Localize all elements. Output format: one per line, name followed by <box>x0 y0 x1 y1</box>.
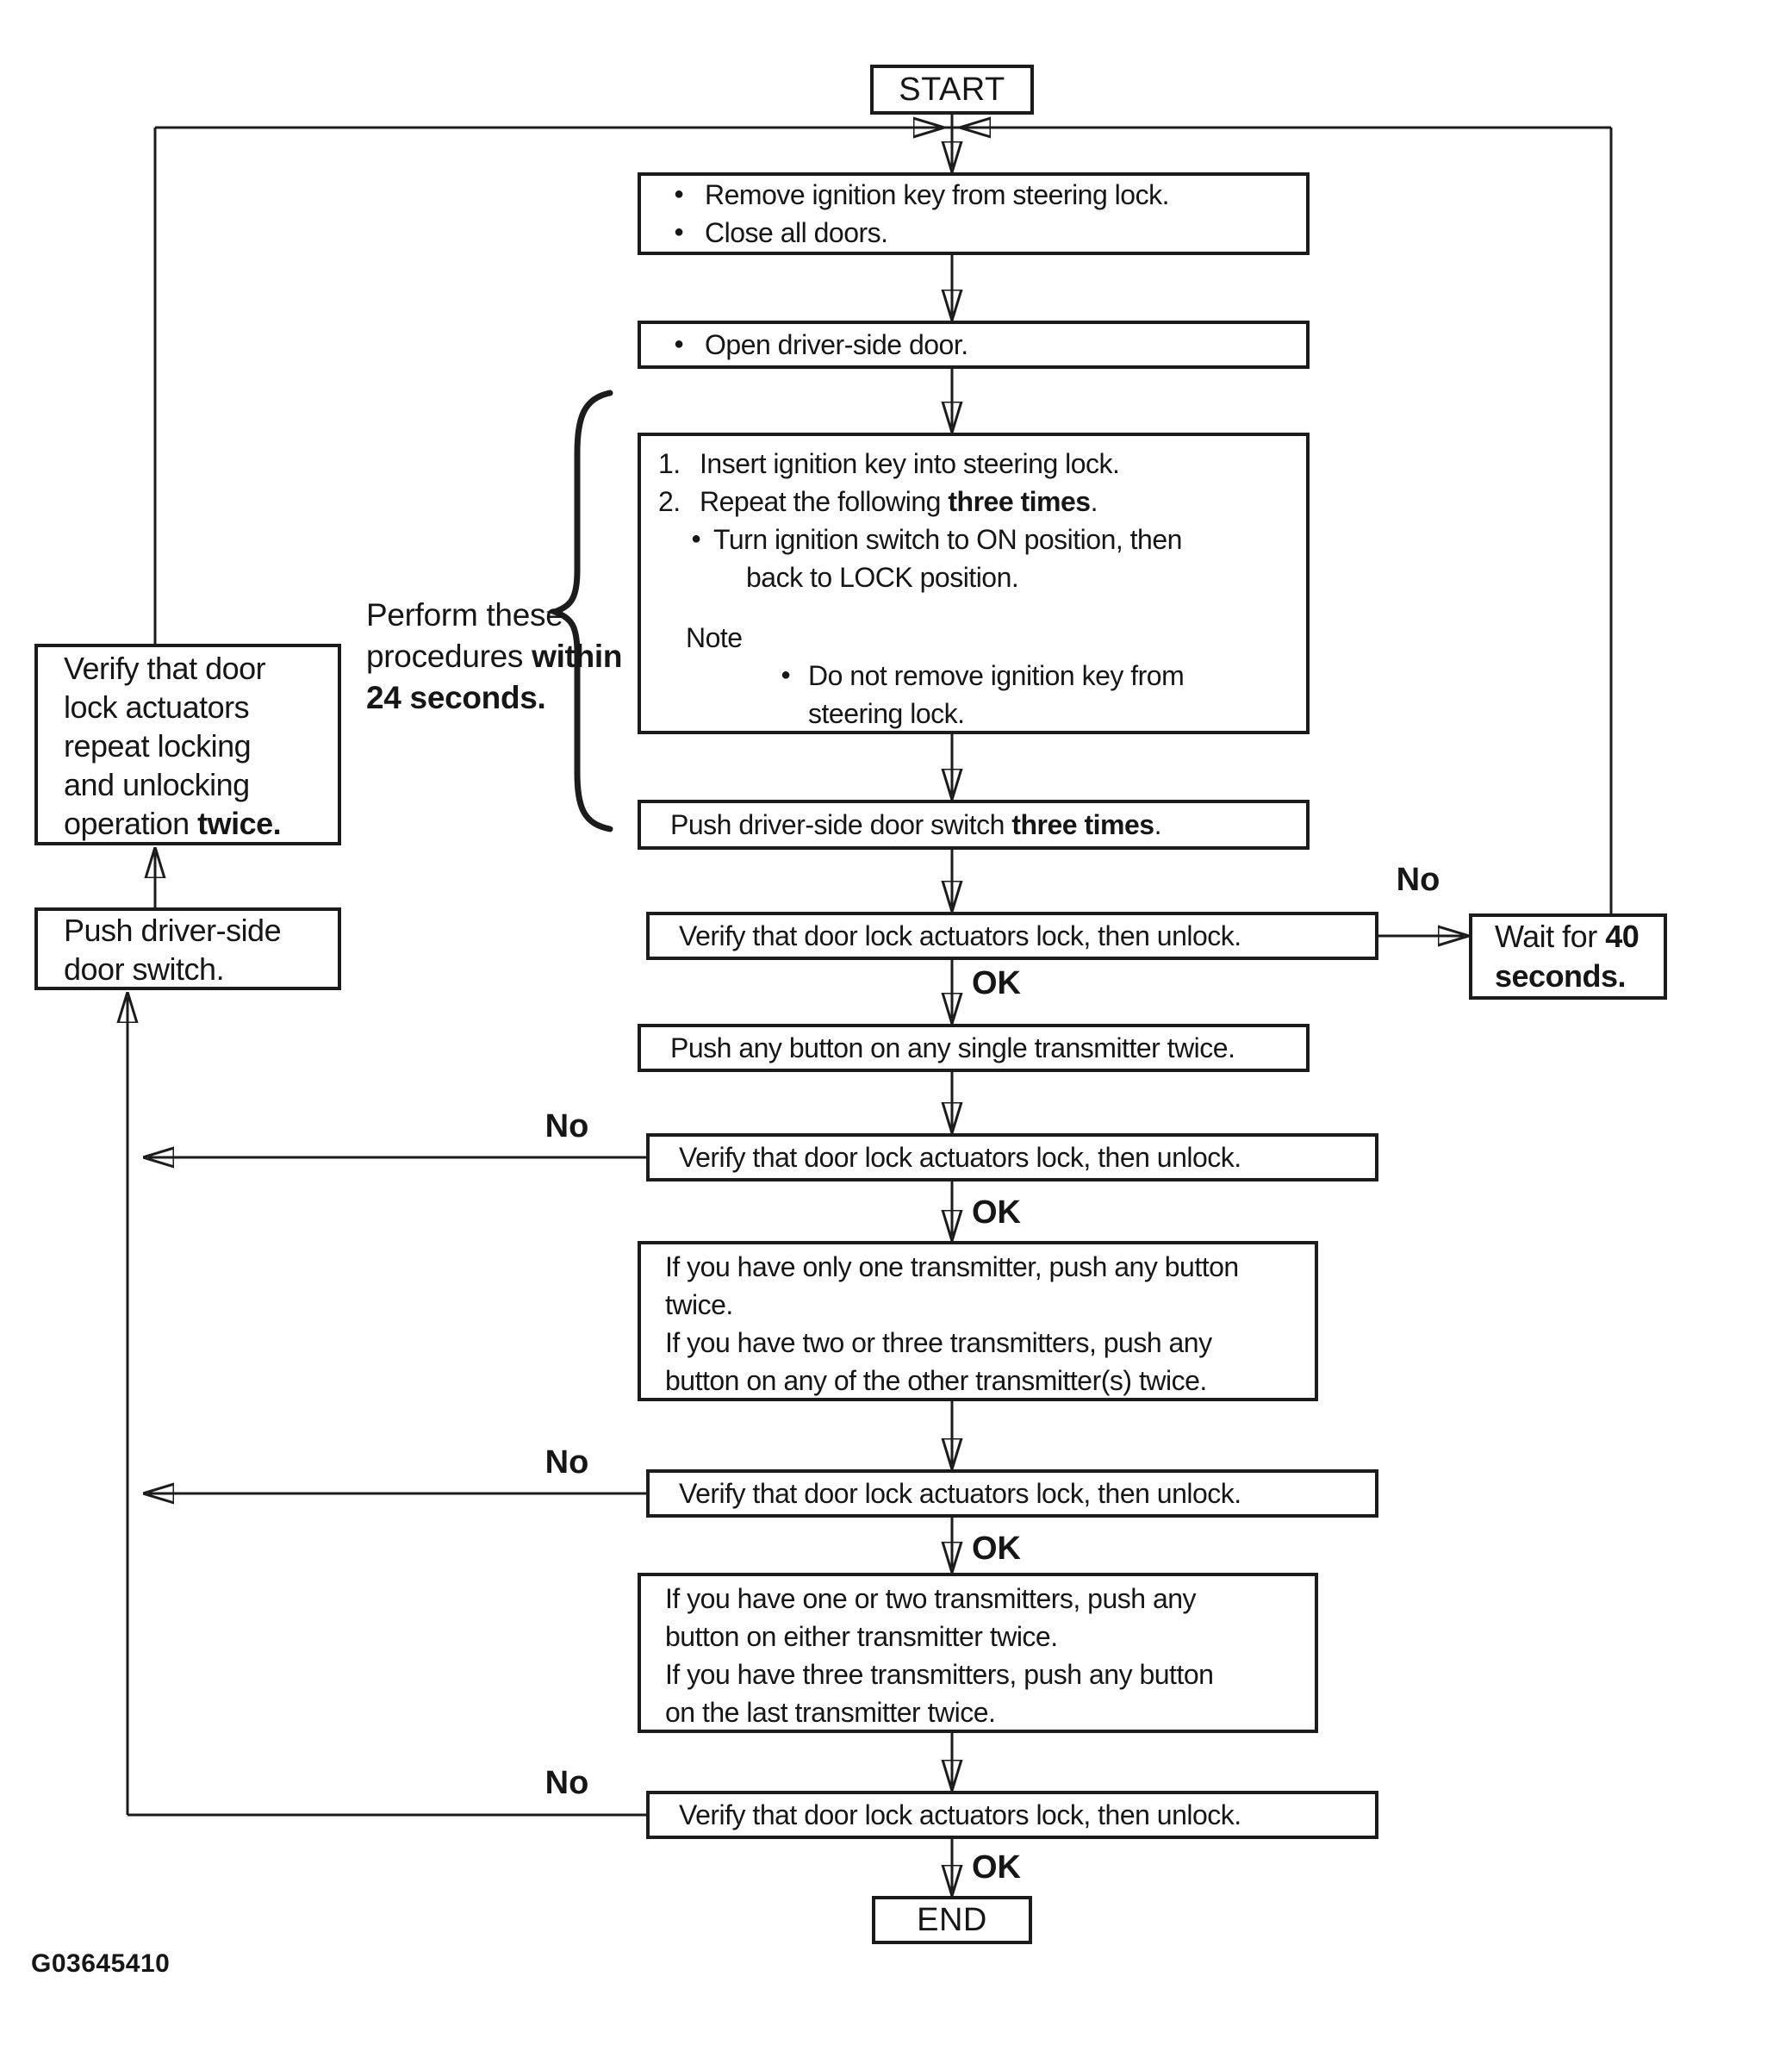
verify-lock-unlock-box-1: Verify that door lock actuators lock, th… <box>646 912 1378 960</box>
box-line: Verify that door <box>64 650 266 686</box>
wait-line: seconds. <box>1495 958 1627 994</box>
end-label: END <box>917 1902 987 1938</box>
step-text: Repeat the following three times. <box>700 486 1098 517</box>
verify-lock-unlock-box-4: Verify that door lock actuators lock, th… <box>646 1791 1378 1839</box>
box-line: lock actuators <box>64 689 250 725</box>
prepare-box: ● Remove ignition key from steering lock.… <box>638 172 1310 255</box>
bullet-text: Remove ignition key from steering lock. <box>705 179 1169 210</box>
ok-label-1: OK <box>972 965 1021 1001</box>
box-text: Verify that door lock actuators lock, th… <box>679 920 1241 951</box>
box-line: If you have one or two transmitters, pus… <box>665 1583 1197 1614</box>
push-any-button-box: Push any button on any single transmitte… <box>638 1024 1310 1072</box>
bullet-item: ● Close all doors. <box>667 214 1306 252</box>
box-line: If you have only one transmitter, push a… <box>665 1251 1239 1282</box>
no-label-3: No <box>544 1444 589 1481</box>
box-line: operation twice. <box>64 805 282 841</box>
bullet-item: ● Open driver-side door. <box>667 326 1306 364</box>
push-door-switch-box: Push driver-side door switch. <box>34 907 341 990</box>
side-note-line: 24 seconds. <box>366 680 546 715</box>
verify-lock-unlock-box-3: Verify that door lock actuators lock, th… <box>646 1469 1378 1518</box>
box-text: Push any button on any single transmitte… <box>670 1032 1235 1063</box>
box-line: button on any of the other transmitter(s… <box>665 1365 1207 1396</box>
wait-box: Wait for 40 seconds. <box>1469 913 1667 1000</box>
step-number: 1. <box>658 448 681 479</box>
box-text: Verify that door lock actuators lock, th… <box>679 1799 1241 1830</box>
side-note-line: procedures within <box>366 639 623 674</box>
box-line: on the last transmitter twice. <box>665 1697 996 1728</box>
open-door-box: ● Open driver-side door. <box>638 321 1310 369</box>
transmitter-box-2: If you have only one transmitter, push a… <box>638 1241 1318 1401</box>
ok-label-3: OK <box>972 1531 1021 1567</box>
box-line: If you have three transmitters, push any… <box>665 1659 1214 1690</box>
ok-label-2: OK <box>972 1194 1021 1231</box>
numbered-step-1: 1. Insert ignition key into steering loc… <box>658 445 1306 483</box>
box-line: If you have two or three transmitters, p… <box>665 1327 1212 1358</box>
step-text: Insert ignition key into steering lock. <box>700 448 1120 479</box>
side-note: Perform these procedures within 24 secon… <box>366 595 622 719</box>
bullet-text: Open driver-side door. <box>705 329 968 360</box>
step-number: 2. <box>658 486 681 517</box>
start-box: START <box>870 65 1034 115</box>
note-block: Note ● Do not remove ignition key from st… <box>686 619 1306 733</box>
bullet-item: ● Do not remove ignition key from <box>779 657 1306 695</box>
sub-bullet-block: ● Turn ignition switch to ON position, th… <box>691 521 1306 596</box>
push-switch-three-times-box: Push driver-side door switch three times… <box>638 800 1310 850</box>
box-line: repeat locking <box>64 727 252 764</box>
box-line: and unlocking <box>64 766 250 802</box>
bullet-icon: ● <box>674 222 684 242</box>
wait-line: Wait for 40 <box>1495 919 1640 954</box>
box-text: Verify that door lock actuators lock, th… <box>679 1478 1241 1509</box>
figure-id-label: G03645410 <box>31 1949 171 1978</box>
no-label-2: No <box>544 1108 589 1144</box>
ok-label-4: OK <box>972 1849 1021 1886</box>
transmitter-box-3: If you have one or two transmitters, pus… <box>638 1573 1318 1733</box>
bullet-item: ● Remove ignition key from steering lock. <box>667 176 1306 214</box>
bullet-icon: ● <box>691 529 701 549</box>
start-label: START <box>899 72 1005 108</box>
box-text: Verify that door lock actuators lock, th… <box>679 1142 1241 1173</box>
bullet-item: ● Turn ignition switch to ON position, th… <box>691 521 1306 558</box>
bullet-text: Close all doors. <box>705 217 888 248</box>
bullet-text: Do not remove ignition key from <box>808 660 1185 691</box>
bullet-text-continued: back to LOCK position. <box>746 562 1019 593</box>
note-title: Note <box>686 622 743 653</box>
bullet-text: Turn ignition switch to ON position, the… <box>713 524 1182 555</box>
side-note-line: Perform these <box>366 597 563 633</box>
box-line: twice. <box>665 1289 733 1320</box>
bullet-text-continued: steering lock. <box>808 698 965 729</box>
numbered-step-2: 2. Repeat the following three times. <box>658 483 1306 521</box>
box-line: button on either transmitter twice. <box>665 1621 1058 1652</box>
bullet-icon: ● <box>674 334 684 354</box>
box-line: door switch. <box>64 951 225 987</box>
end-box: END <box>872 1896 1032 1944</box>
key-cycle-box: 1. Insert ignition key into steering loc… <box>638 433 1310 734</box>
verify-lock-unlock-box-2: Verify that door lock actuators lock, th… <box>646 1133 1378 1181</box>
box-text: Push driver-side door switch three times… <box>670 809 1161 840</box>
verify-repeat-box: Verify that door lock actuators repeat l… <box>34 644 341 845</box>
no-label-4: No <box>544 1765 589 1801</box>
no-label-1: No <box>1396 862 1440 898</box>
bullet-icon: ● <box>674 184 684 204</box>
note-bullets: ● Do not remove ignition key from steerin… <box>779 657 1306 733</box>
box-line: Push driver-side <box>64 913 282 948</box>
curly-brace <box>545 390 613 832</box>
bullet-icon: ● <box>781 665 791 685</box>
